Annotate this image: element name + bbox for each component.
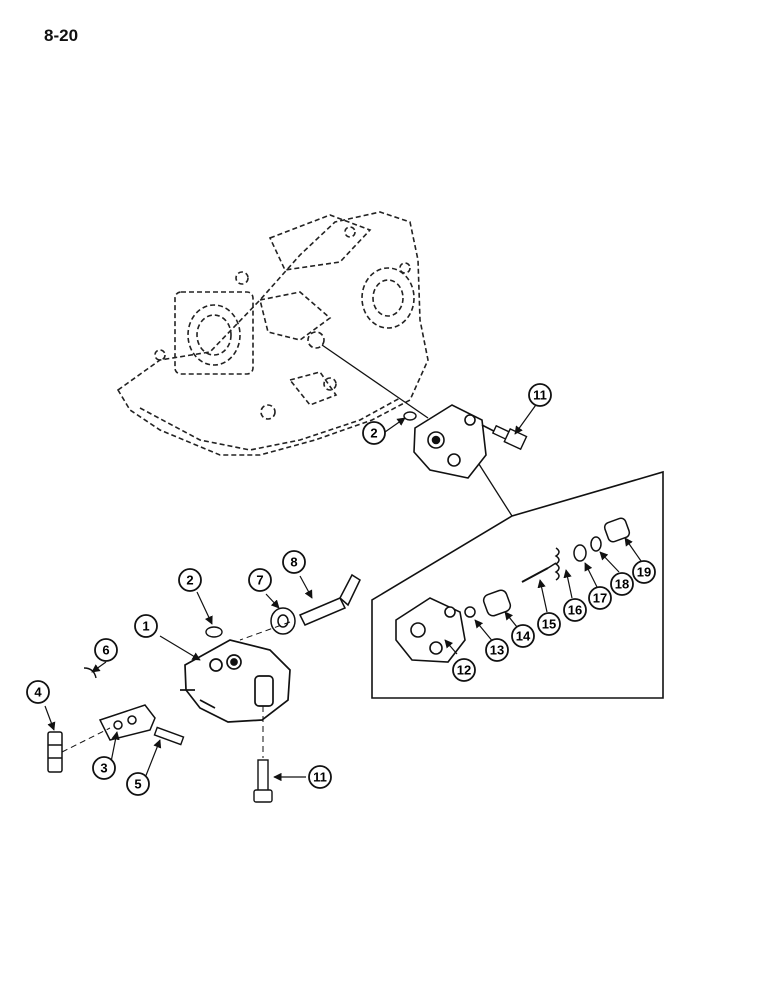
callout-circle — [588, 586, 612, 610]
callout-label: 17 — [593, 591, 607, 606]
callout-circle — [92, 756, 116, 780]
callout-label: 12 — [457, 663, 471, 678]
lower-bolt — [253, 759, 273, 803]
callout-label: 14 — [516, 629, 531, 644]
callout-circle — [610, 572, 634, 596]
callout-circle — [248, 568, 272, 592]
callout-label: 3 — [100, 761, 107, 776]
callout-label: 13 — [490, 643, 504, 658]
callout-label: 2 — [370, 426, 377, 441]
transmission-housing-outline — [116, 211, 429, 456]
callout-2: 2 — [362, 421, 386, 445]
callout-7: 7 — [248, 568, 272, 592]
housing-to-valve-leader — [321, 344, 429, 419]
upper-valve-body — [413, 404, 516, 479]
inset-small-parts — [464, 517, 631, 618]
callout-8: 8 — [282, 550, 306, 574]
callout-label: 4 — [34, 685, 42, 700]
callout-circle — [362, 421, 386, 445]
cotter-part — [83, 667, 97, 679]
callout-circle — [26, 680, 50, 704]
callout-label: 1 — [142, 619, 149, 634]
callout-circle — [511, 624, 535, 648]
callout-6: 6 — [94, 638, 118, 662]
upper-bolt — [491, 424, 528, 451]
clevis-part — [98, 704, 156, 741]
callout-15: 15 — [537, 612, 561, 636]
callout-label: 7 — [256, 573, 263, 588]
callout-circle — [126, 772, 150, 796]
callout-label: 2 — [186, 573, 193, 588]
callout-label: 6 — [102, 643, 109, 658]
pin-part — [153, 726, 185, 746]
detail-inset-box — [371, 470, 664, 699]
callout-2: 2 — [178, 568, 202, 592]
callout-label: 8 — [290, 555, 297, 570]
lever-part — [298, 573, 361, 626]
callout-circle — [134, 614, 158, 638]
upper-o-ring — [403, 411, 417, 421]
callout-circle — [528, 383, 552, 407]
callout-leaders — [44, 401, 642, 782]
callout-16: 16 — [563, 598, 587, 622]
callout-circle — [485, 638, 509, 662]
callout-13: 13 — [485, 638, 509, 662]
callout-circle — [632, 560, 656, 584]
callout-11: 11 — [308, 765, 332, 789]
callout-19: 19 — [632, 560, 656, 584]
lower-o-ring — [205, 626, 223, 638]
callout-3: 3 — [92, 756, 116, 780]
callout-label: 18 — [615, 577, 629, 592]
callout-18: 18 — [610, 572, 634, 596]
callout-label: 16 — [568, 603, 582, 618]
callout-label: 19 — [637, 565, 651, 580]
callout-14: 14 — [511, 624, 535, 648]
nut-part — [270, 607, 296, 635]
callout-circle — [537, 612, 561, 636]
inset-valve-body — [395, 597, 466, 663]
callout-circle — [282, 550, 306, 574]
callout-label: 11 — [313, 770, 327, 785]
callout-17: 17 — [588, 586, 612, 610]
callout-1: 1 — [134, 614, 158, 638]
alignment-lines — [61, 621, 291, 758]
callout-label: 5 — [134, 777, 141, 792]
bracket-part — [47, 731, 63, 773]
page-number: 8-20 — [44, 26, 79, 45]
callout-4: 4 — [26, 680, 50, 704]
callout-11: 11 — [528, 383, 552, 407]
callout-circle — [308, 765, 332, 789]
callout-circle — [563, 598, 587, 622]
callout-label: 15 — [542, 617, 556, 632]
callout-circle — [452, 658, 476, 682]
main-valve-body — [180, 639, 291, 723]
callout-label: 11 — [533, 388, 547, 403]
callout-5: 5 — [126, 772, 150, 796]
callout-12: 12 — [452, 658, 476, 682]
callout-circle — [178, 568, 202, 592]
callout-circle — [94, 638, 118, 662]
